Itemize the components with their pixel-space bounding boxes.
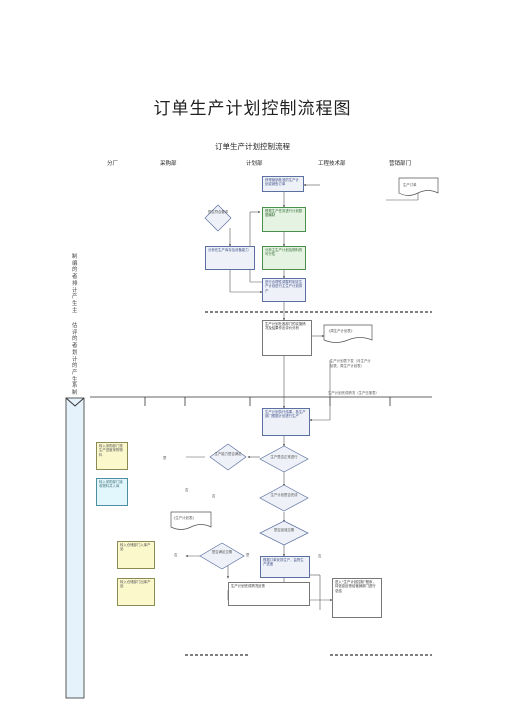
process-box: 生产计划完成情况反馈 xyxy=(228,582,310,606)
process-box: 根据生产任务进行计划数据编制 xyxy=(262,207,306,232)
process-box: 进行合理性调整时制定生产计划进行主生产计划排产 xyxy=(262,278,306,302)
process-box: 生产计划在各部门的实施情况及结果作出评价分析 xyxy=(262,320,312,356)
document-label: 《生产计划表》 xyxy=(172,516,196,520)
branch-label: 否 xyxy=(318,554,322,558)
decision-diamond xyxy=(199,542,245,570)
decision-diamond xyxy=(259,520,309,546)
process-box: 转入采购部门按生产进度采购物料 xyxy=(96,442,128,470)
column-header-purchasing: 采购部 xyxy=(160,161,177,167)
document-icon xyxy=(323,324,373,343)
process-box: 进入“生产计划控制”程序，将信息反馈给营销部门进行总结 xyxy=(332,578,382,618)
decision-label: 生产是否正常进行 xyxy=(270,455,298,459)
column-header-marketing: 营销部门 xyxy=(389,161,412,167)
note-label: 生产计划表下发（月生产计划表、周生产计划表） xyxy=(330,359,371,368)
side-label-upper: 制编的者排计产生主 xyxy=(72,254,78,314)
process-box: 转入采购部门接收物料并入库 xyxy=(96,478,128,506)
process-box: 生产计划执行结果，各生产部门根据计划进行生产 xyxy=(262,408,310,436)
column-header-planning: 计划部 xyxy=(246,161,263,167)
left-swimlane-bar xyxy=(65,397,85,699)
branch-label: 否 xyxy=(174,553,178,557)
column-header-factory: 分厂 xyxy=(107,161,119,167)
process-box: 分析主生产计划及物料的可行性 xyxy=(262,246,306,270)
chart-subtitle: 订单生产计划控制流程 xyxy=(215,142,290,151)
document-label: 《周生产计划表》 xyxy=(327,329,355,333)
decision-label: 生产计划是否完成 xyxy=(270,493,298,497)
decision-label: 是否符合要求 xyxy=(207,210,229,214)
branch-label: 是 xyxy=(246,553,250,557)
process-box: 获得营销批准的生产计划或销售订单 xyxy=(262,176,304,192)
decision-label: 是否满足交期 xyxy=(211,550,233,554)
process-box: 分析在生产库存及设备能力 xyxy=(205,246,255,270)
process-box: 转入仓储部门出库产品 xyxy=(117,578,155,606)
branch-label: 否 xyxy=(212,494,216,498)
branch-label: 否 xyxy=(185,488,189,492)
column-header-engineering: 工程技术部 xyxy=(318,161,346,167)
page-title: 订单生产计划控制流程图 xyxy=(153,99,352,119)
decision-label: 是否延误交期 xyxy=(273,528,295,532)
document-order-label: 生产订单 xyxy=(403,183,417,187)
decision-diamond xyxy=(204,204,232,232)
note-label: 生产计划完成情况（生产日报表） xyxy=(328,391,379,395)
decision-diamond xyxy=(259,484,309,512)
side-label-lower: 估评的者划计的产生系制 xyxy=(72,323,78,397)
decision-diamond xyxy=(259,445,309,473)
branch-label: 是 xyxy=(163,456,167,460)
document-icon xyxy=(170,511,212,530)
document-order-icon xyxy=(398,177,439,196)
decision-diamond xyxy=(209,443,247,471)
decision-label: 生产能力是否满足 xyxy=(214,452,242,456)
process-box: 转入仓储部门入库产品 xyxy=(117,541,155,569)
process-box: 根据订单安排生产，监督生产进度 xyxy=(260,556,310,578)
